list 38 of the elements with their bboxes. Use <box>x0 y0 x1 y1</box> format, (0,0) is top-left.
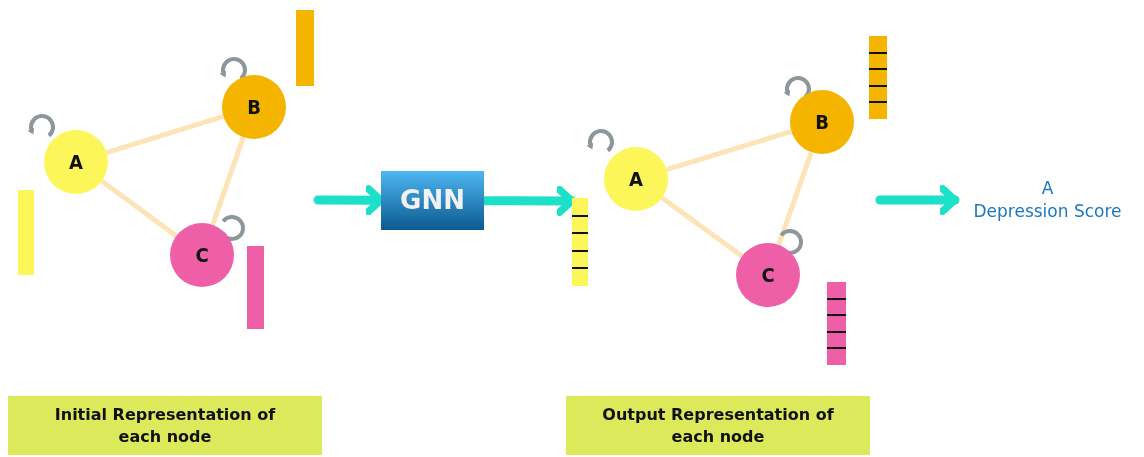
graph-node-circle <box>604 147 668 211</box>
node-letter: C <box>195 241 209 269</box>
output-label: Depression Score <box>973 200 1122 223</box>
feature-vector-bar <box>827 282 846 365</box>
feature-vector-bar <box>572 198 588 286</box>
graph-edge <box>776 151 814 246</box>
node-letter: A <box>629 165 643 193</box>
graph-node-circle <box>790 90 854 154</box>
graph-edge <box>665 129 793 172</box>
self-loop-arrow <box>783 76 811 99</box>
graph-edge <box>105 114 225 155</box>
graph-node-circle <box>736 243 800 307</box>
caption-text: Output Representation of each node <box>601 403 835 448</box>
caption-box <box>8 396 322 455</box>
node-letter: B <box>247 93 261 121</box>
caption-text: Initial Representation of each node <box>53 403 277 448</box>
caption-box <box>566 396 870 455</box>
node-letter: B <box>815 108 829 136</box>
gnn-label: GNN <box>400 183 465 217</box>
output-label: A <box>1041 177 1054 200</box>
graph-edge <box>100 179 178 238</box>
feature-vector-bar <box>869 36 887 119</box>
self-loop-arrow <box>586 129 614 152</box>
arrow <box>875 185 960 215</box>
feature-vector-bar <box>296 10 314 86</box>
self-loop-arrow <box>220 215 245 241</box>
node-letter: A <box>69 148 83 176</box>
gnn-box <box>381 171 484 230</box>
feature-vector-bar <box>247 246 264 329</box>
graph-node-circle <box>222 75 286 139</box>
feature-vector-bar <box>18 190 34 275</box>
self-loop-arrow <box>219 57 247 80</box>
graph-node-circle <box>44 130 108 194</box>
self-loop-arrow <box>27 114 55 137</box>
graph-edge <box>660 195 744 259</box>
graph-node-circle <box>170 223 234 287</box>
graph-edge <box>210 136 246 226</box>
node-letter: C <box>761 261 775 289</box>
